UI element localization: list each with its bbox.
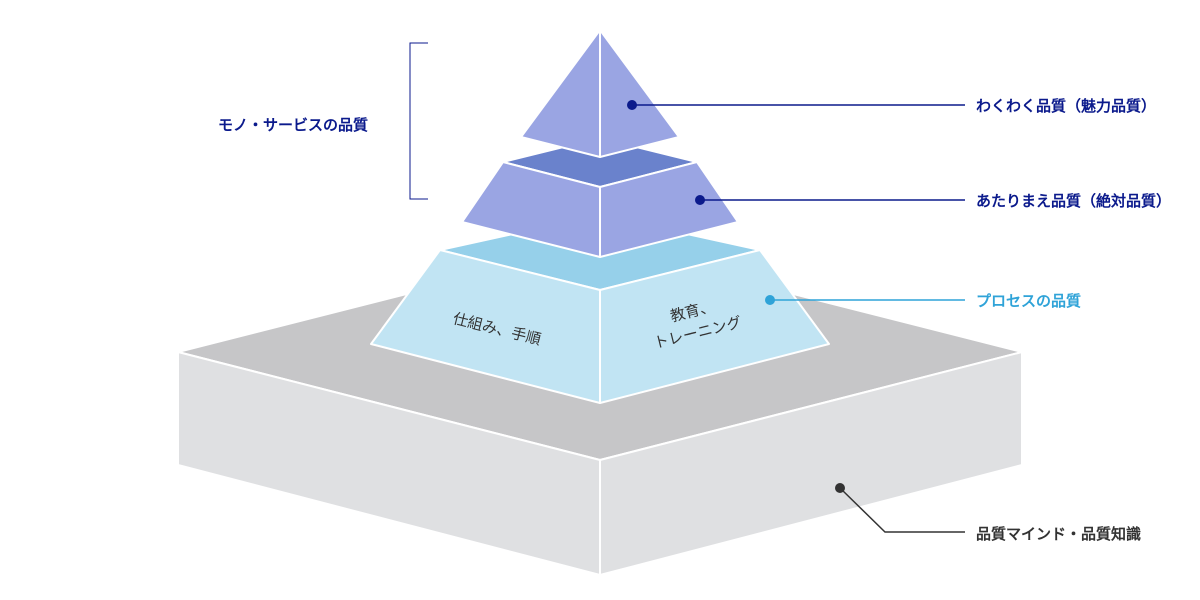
label-mono-service-quality: モノ・サービスの品質: [218, 116, 369, 134]
dot-top: [627, 100, 637, 110]
top-right-face: [599, 29, 680, 158]
dot-base: [835, 483, 845, 493]
label-process-quality: プロセスの品質: [976, 292, 1082, 310]
base-right-face: [599, 351, 1023, 576]
label-must-be-quality: あたりまえ品質（絶対品質）: [976, 192, 1172, 210]
label-quality-mind: 品質マインド・品質知識: [976, 525, 1142, 543]
dot-middle: [695, 195, 705, 205]
dot-process: [765, 295, 775, 305]
middle-right-face: [599, 161, 739, 258]
label-attractive-quality: わくわく品質（魅力品質）: [976, 97, 1157, 115]
process-right-face: [599, 249, 830, 404]
top-left-face: [520, 29, 601, 158]
leader-base: [839, 487, 965, 533]
bracket: [409, 42, 428, 200]
